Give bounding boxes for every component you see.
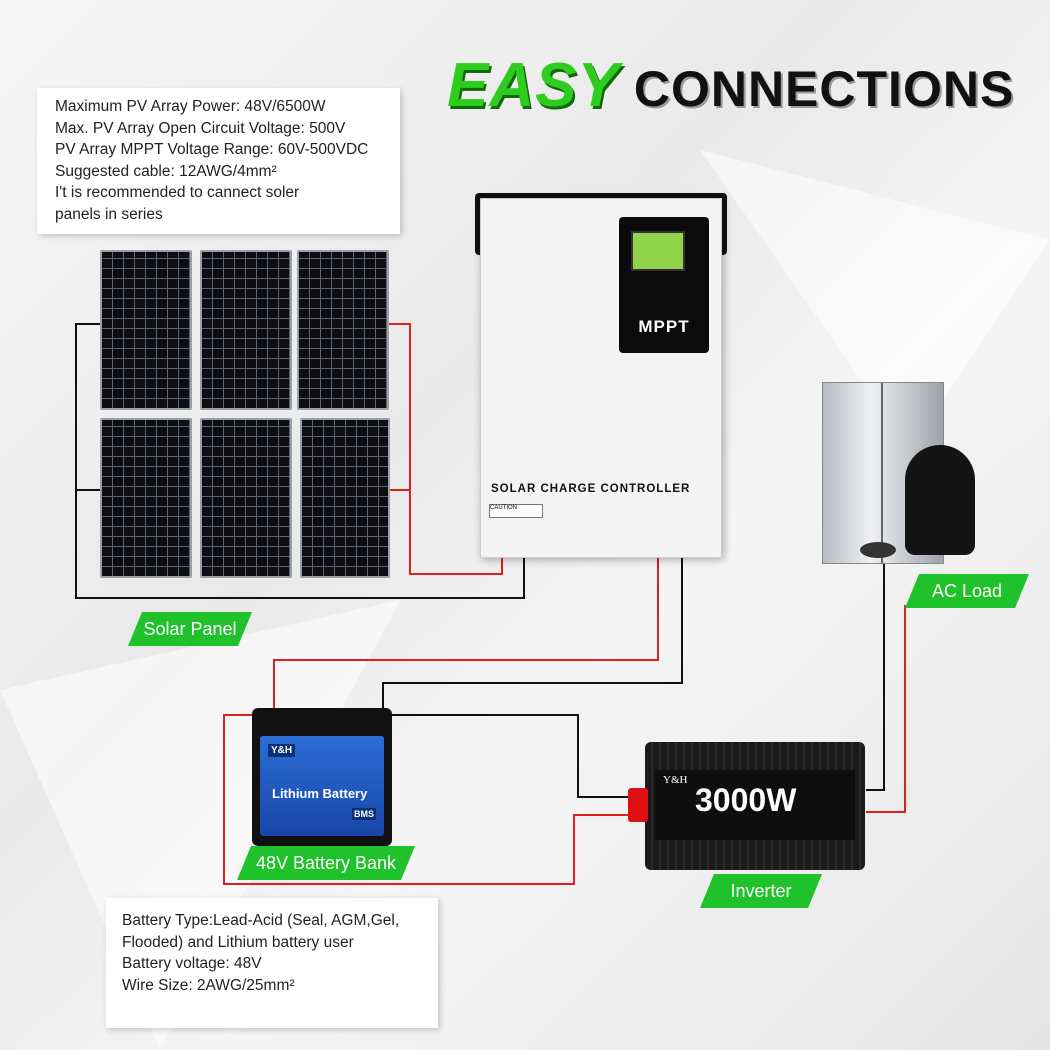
charge-controller-icon: MPPT SOLAR CHARGE CONTROLLER CAUTION (475, 193, 727, 558)
inverter-terminals (628, 788, 648, 822)
pv-info-box: Maximum PV Array Power: 48V/6500W Max. P… (37, 88, 400, 234)
inverter-brand: Y&H (663, 774, 688, 786)
wire-red-controller-battery (273, 556, 659, 715)
label-inverter: Inverter (700, 874, 822, 908)
label-battery-bank: 48V Battery Bank (237, 846, 415, 880)
solar-panel-icon (200, 250, 292, 410)
caution-sticker: CAUTION (489, 504, 543, 518)
pv-info-line: I't is recommended to cannect soler (55, 184, 300, 201)
battery-text: Lithium Battery (272, 786, 368, 801)
battery-brand: Y&H (268, 744, 296, 757)
battery-info-line: Battery voltage: 48V (122, 955, 262, 972)
battery-info-line: Flooded) and Lithium battery user (122, 933, 354, 951)
label-ac-load: AC Load (905, 574, 1029, 608)
solar-panel-icon (200, 418, 292, 578)
solar-panel-icon (100, 250, 192, 410)
wire-red-solar-out (409, 490, 503, 575)
solar-panel-icon (297, 250, 389, 410)
battery-info-line: Battery Type:Lead-Acid (Seal, AGM,Gel, (122, 912, 400, 929)
lcd-screen (631, 231, 685, 271)
inverter-face: Y&H 3000W (655, 770, 855, 840)
inverter-icon: Y&H 3000W (645, 742, 865, 870)
wire-black-battery-inverter (383, 714, 628, 798)
battery-info-line: Wire Size: 2AWG/25mm² (122, 976, 295, 994)
pv-info-line: Max. PV Array Open Circuit Voltage: 500V (55, 119, 346, 137)
solar-panel-icon (300, 418, 390, 578)
battery-badge: BMS (352, 808, 376, 820)
title-easy: EASY (447, 51, 620, 120)
pv-info-line: PV Array MPPT Voltage Range: 60V-500VDC (55, 141, 369, 158)
solar-panel-icon (100, 418, 192, 578)
controller-label: SOLAR CHARGE CONTROLLER (491, 483, 691, 495)
wire-red-battery-inverter (223, 714, 628, 885)
vacuum-base-icon (860, 542, 896, 558)
controller-display-panel: MPPT (619, 217, 709, 353)
battery-label-panel: Y&H Lithium Battery BMS (260, 736, 384, 836)
battery-info-box: Battery Type:Lead-Acid (Seal, AGM,Gel, F… (106, 898, 438, 1028)
pv-info-line: panels in series (55, 205, 163, 223)
label-solar-panel: Solar Panel (128, 612, 252, 646)
wire-black-inverter-load (866, 560, 885, 791)
wire-red-solar (385, 323, 411, 491)
wire-black-solar (75, 323, 525, 599)
inverter-wattage: 3000W (695, 782, 797, 818)
heater-icon (905, 445, 975, 555)
wire-red-inverter-load (866, 605, 906, 813)
wire-black-controller-battery (382, 556, 683, 715)
battery-icon: Y&H Lithium Battery BMS (252, 708, 392, 846)
controller-display-text: MPPT (638, 317, 690, 336)
fridge-door-split (881, 383, 883, 563)
title-connections: CONNECTIONS (633, 61, 1015, 117)
pv-info-line: Suggested cable: 12AWG/4mm² (55, 162, 277, 180)
pv-info-line: Maximum PV Array Power: 48V/6500W (55, 98, 326, 115)
